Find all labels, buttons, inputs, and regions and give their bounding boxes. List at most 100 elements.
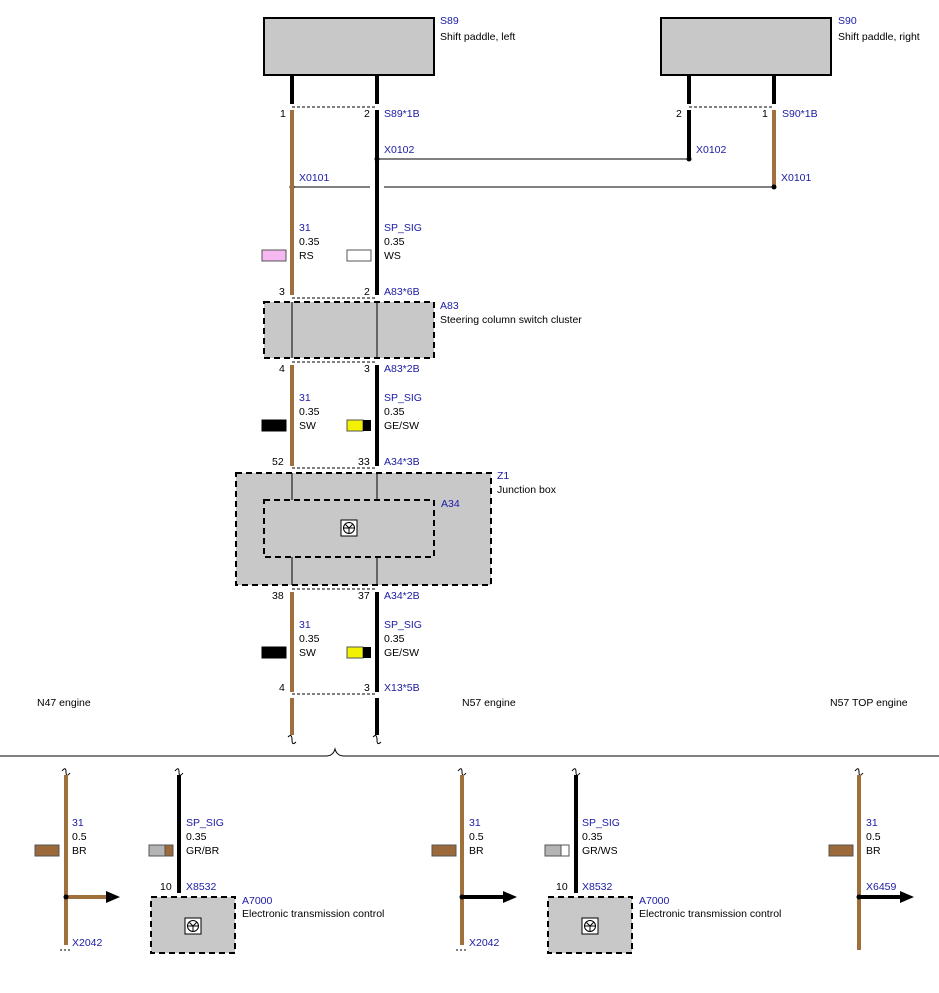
n47-a7000-box[interactable] [150,896,236,954]
n57-ground-conn: X2042 [469,937,500,949]
n47-swatch-gr-br [148,844,174,857]
color-swatch-sw [261,419,287,432]
a83-bottom-connector-id: A83*2B [384,363,420,375]
n57-module-id: A7000 [639,895,670,907]
z1-junction-box[interactable]: Z1 Junction box A34 [235,470,557,586]
wire2-left-color: SW [299,420,316,432]
n47-ground-gauge: 0.5 [72,831,87,843]
x0102-label-a: X0102 [384,144,415,156]
s90-box[interactable] [660,17,832,76]
z1-top-connector-id: A34*3B [384,456,420,468]
n57-signal-name: SP_SIG [582,817,620,829]
wire1-left-gauge: 0.35 [299,236,320,248]
n57-junction-node [459,894,465,900]
s90-label: Shift paddle, right [838,31,920,43]
s89-shift-paddle-left[interactable]: S89 Shift paddle, left [263,15,515,76]
color-swatch-ge-sw-2 [346,646,371,659]
wire2-right-gauge: 0.35 [384,406,405,418]
n57top-ground-conn: X6459 [866,881,897,893]
variant-n47: 31 0.5 BR X2042 SP_SIG 0.35 GR/BR 10 X85… [34,768,384,954]
wire1-left-color: RS [299,250,314,262]
n47-break-signal [174,768,184,776]
n47-signal-conn: X8532 [186,881,217,893]
n57-ground-gauge: 0.5 [469,831,484,843]
a83-steering-column-switch-cluster[interactable]: A83 Steering column switch cluster [263,300,582,359]
ecu-icon [340,519,358,537]
wire2-right-signal: SP_SIG [384,392,422,404]
n47-arrow-icon [106,891,120,903]
n57-signal-gauge: 0.35 [582,831,603,843]
wire3-left-color: SW [299,647,316,659]
z1-bottom-connector-id: A34*2B [384,590,420,602]
s89-connector-id: S89*1B [384,108,420,120]
wire1-left-signal: 31 [299,222,311,234]
n57top-break-ground [854,768,864,776]
n47-module-id: A7000 [242,895,273,907]
color-swatch-ge-sw [346,419,371,432]
break-mark-right [372,735,382,745]
s89-pin-right: 2 [364,108,370,120]
s89-label: Shift paddle, left [440,31,515,43]
n57-module-label: Electronic transmission control [639,908,781,920]
z1-id: Z1 [497,470,509,482]
n57top-swatch-br [828,844,854,857]
s90-shift-paddle-right[interactable]: S90 Shift paddle, right [660,15,920,76]
color-swatch-sw-2 [261,646,287,659]
wire3-left-signal: 31 [299,619,311,631]
n57top-ground-gauge: 0.5 [866,831,881,843]
x0101-node-right [771,184,777,190]
wire1-right-signal: SP_SIG [384,222,422,234]
a83-label: Steering column switch cluster [440,314,582,326]
s89-box[interactable] [263,17,435,76]
n47-module-label: Electronic transmission control [242,908,384,920]
wire1-right-gauge: 0.35 [384,236,405,248]
variant-label-n47: N47 engine [37,697,91,709]
n47-ground-color: BR [72,845,87,857]
a83-box[interactable] [263,301,435,359]
n47-junction-node [63,894,69,900]
variant-divider [0,747,939,757]
n57-ground-color: BR [469,845,484,857]
variant-n57: 31 0.5 BR X2042 SP_SIG 0.35 GR/WS 10 X85… [431,768,781,954]
color-swatch-rs [261,249,287,262]
n57-signal-pin: 10 [556,881,568,893]
x13-pin-right: 3 [364,682,370,694]
wire2-left-signal: 31 [299,392,311,404]
n57-swatch-br [431,844,457,857]
variant-label-n57-top: N57 TOP engine [830,697,908,709]
x13-pin-left: 4 [279,682,285,694]
n47-ground-signal: 31 [72,817,84,829]
s90-connector-id: S90*1B [782,108,818,120]
a83-pin-top-left: 3 [279,286,285,298]
n47-swatch-br [34,844,60,857]
s90-pin-right: 1 [762,108,768,120]
z1-label: Junction box [497,484,557,496]
n47-signal-color: GR/BR [186,845,220,857]
x0101-label-b: X0101 [781,172,812,184]
a83-pin-bottom-right: 3 [364,363,370,375]
n57-swatch-gr-ws [544,844,570,857]
wire3-right-gauge: 0.35 [384,633,405,645]
wire1-right-color: WS [384,250,401,262]
a83-top-connector-id: A83*6B [384,286,420,298]
n57top-ground-color: BR [866,845,881,857]
n47-ecu-icon [184,917,202,935]
n57top-junction-node [856,894,862,900]
n47-signal-name: SP_SIG [186,817,224,829]
a34-id: A34 [441,498,460,510]
n57-break-ground [457,768,467,776]
s90-pin-left: 2 [676,108,682,120]
n57-signal-conn: X8532 [582,881,613,893]
n47-signal-gauge: 0.35 [186,831,207,843]
x0101-label-a: X0101 [299,172,330,184]
n57-ecu-icon [581,917,599,935]
x0102-node-right [686,156,692,162]
s89-pin-left: 1 [280,108,286,120]
color-swatch-ws [346,249,372,262]
n47-signal-pin: 10 [160,881,172,893]
z1-pin-bottom-right: 37 [358,590,370,602]
s90-id: S90 [838,15,857,27]
n57-break-signal [571,768,581,776]
break-mark-left [287,735,297,745]
